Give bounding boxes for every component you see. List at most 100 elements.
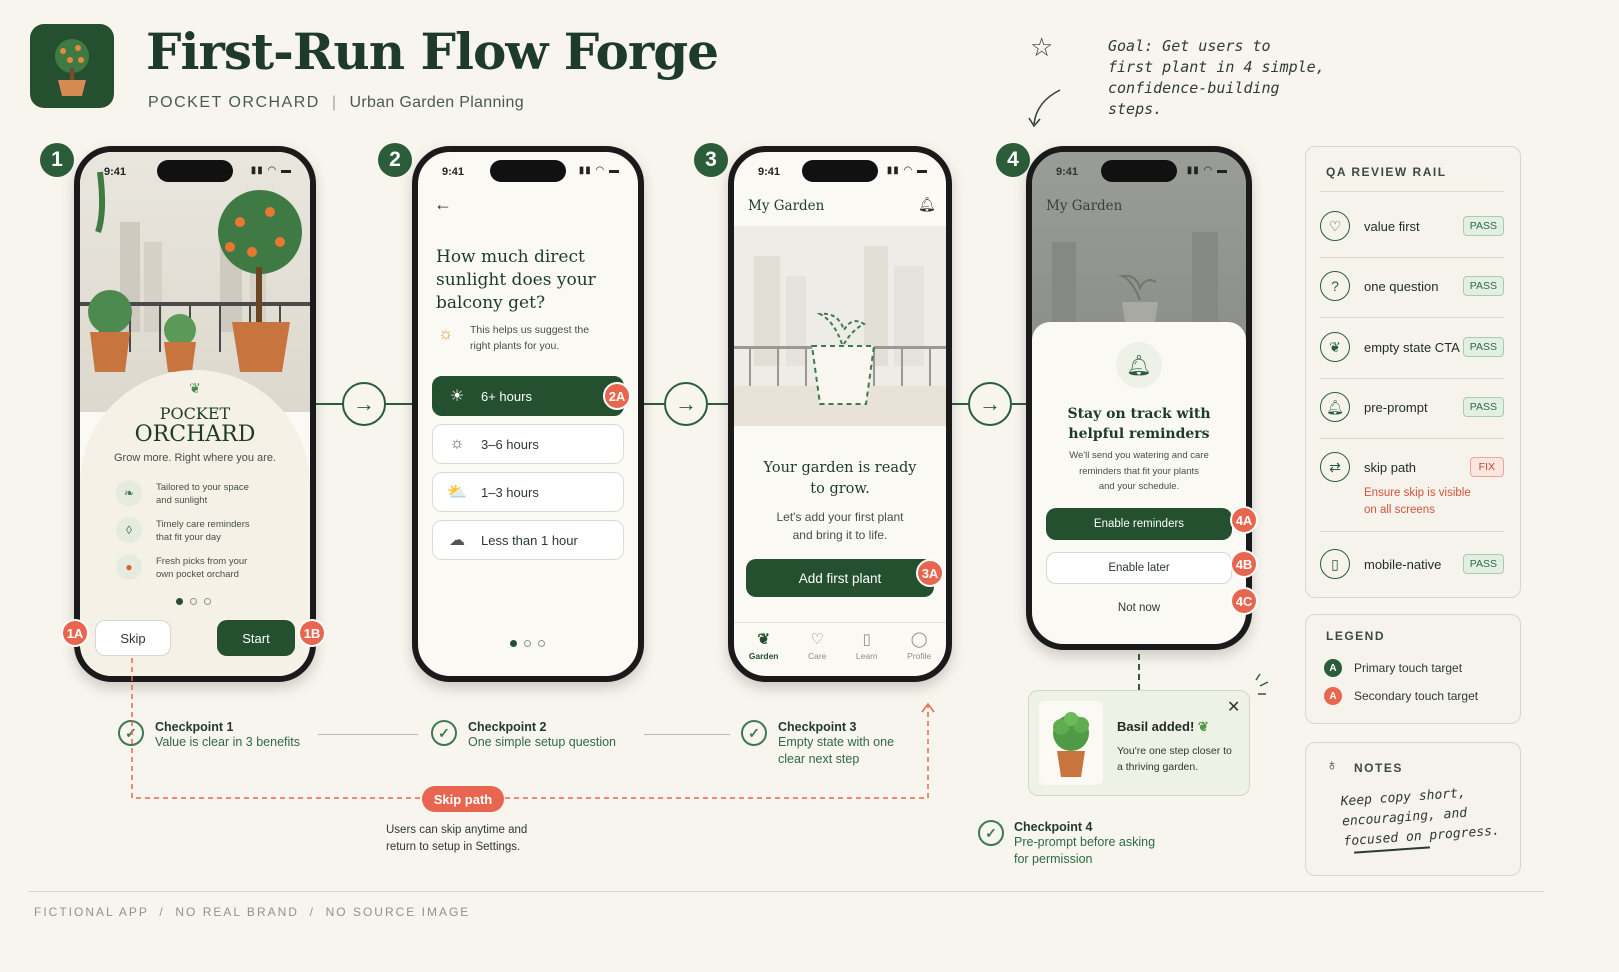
- bottom-nav: ❦Garden ♡Care ▯Learn ◯Profile: [734, 630, 946, 661]
- qa-item-one-question: ? one question PASS: [1320, 271, 1504, 301]
- marker-2a: 2A: [603, 382, 631, 410]
- checkpoint-4: Checkpoint 4 Pre-prompt before asking fo…: [1014, 820, 1156, 866]
- sparkle-lines: [1255, 673, 1269, 695]
- option-6plus-hours[interactable]: ☀6+ hours: [432, 376, 624, 416]
- subtitle: POCKET ORCHARD|Urban Garden Planning: [148, 94, 524, 112]
- bell-icon: 🔔︎: [1320, 392, 1350, 422]
- check-icon: ✓: [118, 720, 144, 746]
- close-icon[interactable]: ✕: [1227, 699, 1241, 716]
- qa-item-mobile-native: ▯ mobile-native PASS: [1320, 549, 1504, 579]
- nav-profile[interactable]: ◯Profile: [907, 631, 932, 661]
- flow-connector: [950, 403, 970, 405]
- marker-1a: 1A: [61, 619, 89, 647]
- status-time: 9:41: [442, 166, 465, 178]
- phone-screen-welcome: 9:41 ▮▮ ◠ ▬ ❦ POCKET ORCHARD Grow more. …: [74, 146, 316, 682]
- goal-line: Goal: Get users to: [1108, 37, 1271, 55]
- partly-cloudy-icon: ⛅: [447, 484, 467, 501]
- goal-arrow: [1028, 89, 1061, 128]
- notes-heading: NOTES: [1354, 761, 1403, 775]
- step-badge-4: 4: [996, 143, 1030, 177]
- step-badge-3: 3: [694, 143, 728, 177]
- bell-icon[interactable]: 🔔︎: [918, 196, 936, 212]
- heart-icon: ♡: [810, 631, 824, 648]
- legend-primary: Primary touch target: [1354, 661, 1463, 675]
- skip-button[interactable]: Skip: [95, 620, 171, 656]
- qa-item-skip-path: ⇄ skip path FIX: [1320, 452, 1504, 482]
- status-icons: ▮▮ ◠ ▬: [1186, 165, 1228, 176]
- checkpoint-connector: [318, 734, 418, 735]
- enable-reminders-button[interactable]: Enable reminders: [1046, 508, 1232, 540]
- step-badge-2: 2: [378, 143, 412, 177]
- marker-4c: 4C: [1230, 587, 1258, 615]
- screen-header: My Garden: [748, 198, 825, 214]
- nav-learn[interactable]: ▯Learn: [855, 631, 878, 661]
- phone-screen-reminders: 9:41 ▮▮ ◠ ▬ My Garden 🔔︎ Stay on track w…: [1026, 146, 1252, 650]
- toast-connector: [1138, 654, 1140, 690]
- page-dots: [176, 598, 211, 605]
- start-button[interactable]: Start: [217, 620, 295, 656]
- arrow-right-icon: →: [968, 382, 1012, 426]
- star-icon: ☆: [1030, 32, 1054, 62]
- back-arrow-icon[interactable]: ←: [434, 194, 452, 214]
- step-badge-1: 1: [40, 143, 74, 177]
- profile-icon: ◯: [910, 631, 928, 648]
- nav-garden[interactable]: ❦Garden: [748, 631, 779, 661]
- heart-icon: ♡: [1320, 211, 1350, 241]
- flow-connector: [386, 403, 414, 405]
- cloud-icon: ☁: [449, 532, 465, 549]
- toast-title: Basil added! ❦: [1117, 719, 1209, 734]
- flow-connector: [642, 403, 666, 405]
- fruit-icon: ●: [116, 554, 142, 580]
- qa-item-pre-prompt: 🔔︎ pre-prompt PASS: [1320, 392, 1504, 422]
- check-icon: ✓: [741, 720, 767, 746]
- qa-item-empty-state-cta: ❦ empty state CTA PASS: [1320, 332, 1504, 362]
- balcony-illustration: [80, 152, 310, 412]
- secondary-marker-swatch: A: [1324, 687, 1342, 705]
- qa-review-rail: QA REVIEW RAIL ♡ value first PASS ? one …: [1305, 146, 1521, 598]
- nav-care[interactable]: ♡Care: [807, 631, 827, 661]
- page-dots: [510, 640, 545, 647]
- sprout-icon: ❦: [1197, 719, 1209, 734]
- checkpoint-2: Checkpoint 2 One simple setup question: [468, 720, 617, 749]
- notes-card: ♁ NOTES Keep copy short,encouraging, and…: [1305, 742, 1521, 876]
- flow-connector: [316, 403, 344, 405]
- add-first-plant-button[interactable]: Add first plant: [746, 559, 934, 597]
- water-drop-icon: ◊: [116, 517, 142, 543]
- checkpoint-3: Checkpoint 3 Empty state with one clear …: [778, 720, 895, 766]
- page-title: First-Run Flow Forge: [146, 22, 719, 81]
- marker-4a: 4A: [1230, 506, 1258, 534]
- enable-later-button[interactable]: Enable later: [1046, 552, 1232, 584]
- check-icon: ✓: [978, 820, 1004, 846]
- primary-marker-swatch: A: [1324, 659, 1342, 677]
- skip-path-label: Skip path: [422, 786, 504, 812]
- status-icons: ▮▮ ◠ ▬: [578, 165, 620, 176]
- basil-plant-image: [1039, 701, 1103, 785]
- status-time: 9:41: [758, 166, 781, 178]
- marker-4b: 4B: [1230, 550, 1258, 578]
- goal-note: Goal: Get users to first plant in 4 simp…: [1108, 36, 1338, 120]
- option-3-6-hours[interactable]: ☼3–6 hours: [432, 424, 624, 464]
- status-icons: ▮▮ ◠ ▬: [886, 165, 928, 176]
- sun-icon: ☼: [449, 435, 465, 452]
- status-badge: PASS: [1462, 337, 1504, 357]
- option-less-than-1-hour[interactable]: ☁Less than 1 hour: [432, 520, 624, 560]
- plant-pot-icon: ❦: [1320, 332, 1350, 362]
- status-badge: PASS: [1462, 216, 1504, 236]
- skip-path-line: [131, 658, 935, 799]
- screen-header: My Garden: [1046, 198, 1123, 214]
- empty-garden-illustration: [734, 226, 946, 426]
- not-now-link[interactable]: Not now: [1117, 602, 1161, 614]
- footer-text: FICTIONAL APP / NO REAL BRAND / NO SOURC…: [34, 905, 471, 919]
- mobile-phone-icon: ▯: [1320, 549, 1350, 579]
- check-icon: ✓: [431, 720, 457, 746]
- legend-secondary: Secondary touch target: [1354, 689, 1479, 703]
- status-icons: ▮▮ ◠ ▬: [250, 165, 292, 176]
- option-1-3-hours[interactable]: ⛅1–3 hours: [432, 472, 624, 512]
